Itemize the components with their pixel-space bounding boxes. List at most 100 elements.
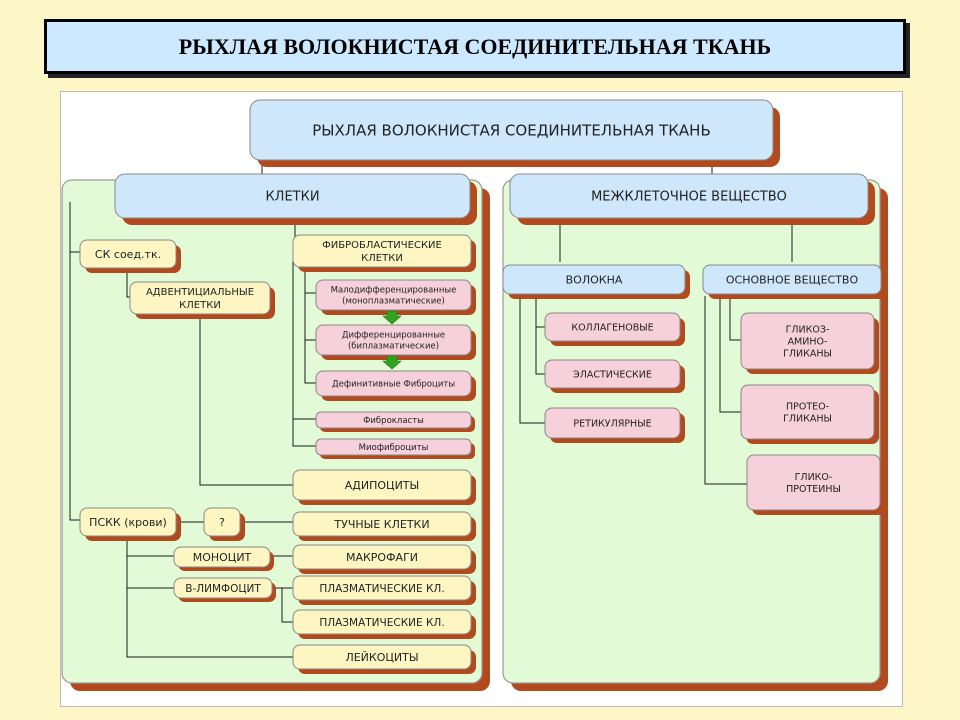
plasma-cells-box-1-label: ПЛАЗМАТИЧЕСКИЕ КЛ. (319, 583, 444, 595)
matrix-header-label: МЕЖКЛЕТОЧНОЕ ВЕЩЕСТВО (591, 190, 787, 205)
mast-cells-box-body (292, 511, 472, 537)
slide-title-box: РЫХЛАЯ ВОЛОКНИСТАЯ СОЕДИНИТЕЛЬНАЯ ТКАНЬ (44, 19, 906, 74)
fibers-to-elastic (535, 327, 545, 375)
fibro-outer-trunk (292, 256, 316, 447)
proteoglycans-box: ПРОТЕО- ГЛИКАНЫ (740, 384, 879, 444)
elastic-box-body (544, 359, 681, 389)
fibers-box-label: ВОЛОКНА (566, 273, 623, 286)
psk-trunk (126, 538, 293, 658)
b-lymphocyte-box: В-ЛИМФОЦИТ (173, 577, 276, 602)
blymph-to-plasma2 (272, 587, 293, 623)
plasma-cells-box-2-body (292, 609, 472, 635)
definitive-box-body (315, 370, 472, 397)
proteoglycans-box-body (740, 384, 875, 440)
ground-box-body (702, 264, 882, 295)
diff-box: Дифференцированные(биплазматические) (315, 324, 476, 360)
monocyte-box-label: МОНОЦИТ (193, 551, 252, 564)
myofibrocytes-box-body (315, 438, 472, 456)
cells-header-body (114, 173, 471, 219)
definitive-box: Дефинитивные Фиброциты (315, 370, 476, 401)
question-box-label: ? (219, 516, 225, 529)
fibroblastic-box-label-1: ФИБРОБЛАСТИЧЕСКИЕ (322, 240, 442, 251)
cells-left-trunk (69, 202, 80, 521)
mast-cells-box: ТУЧНЫЕ КЛЕТКИ (292, 511, 476, 541)
question-box: ? (203, 507, 245, 541)
elastic-box: ЭЛАСТИЧЕСКИЕ (544, 359, 685, 393)
psk-box-label: ПСКК (крови) (89, 516, 167, 529)
fibroclasts-box-label: Фиброкласты (363, 416, 424, 426)
reticular-box-label: РЕТИКУЛЯРНЫЕ (573, 418, 651, 429)
ground-trunk-inner (719, 296, 741, 413)
adipocytes-box: АДИПОЦИТЫ (292, 469, 476, 505)
glycoproteins-box-body (746, 454, 881, 511)
leukocytes-box: ЛЕЙКОЦИТЫ (292, 644, 476, 674)
plasma-cells-box-2: ПЛАЗМАТИЧЕСКИЕ КЛ. (292, 609, 476, 639)
collagen-box-label: КОЛЛАГЕНОВЫЕ (571, 322, 653, 333)
fibers-box: ВОЛОКНА (502, 264, 690, 299)
gag-box: ГЛИКОЗ-АМИНО- ГЛИКАНЫ (740, 312, 879, 374)
gag-box-label-3: ГЛИКАНЫ (783, 349, 832, 360)
slide-title: РЫХЛАЯ ВОЛОКНИСТАЯ СОЕДИНИТЕЛЬНАЯ ТКАНЬ (178, 33, 772, 59)
arrow-low-to-diff (382, 310, 402, 325)
sk-box-label: СК соед.тк. (95, 248, 161, 261)
macrophages-box-body (292, 544, 472, 570)
matrix-header-body (509, 173, 869, 219)
gag-box-label-1: ГЛИКОЗ- (786, 324, 830, 335)
low-diff-box-label-2: (моноплазматические) (342, 297, 445, 307)
psk-box: ПСКК (крови) (79, 507, 181, 541)
fibroclasts-box-body (315, 411, 472, 429)
plasma-cells-box-1-body (292, 575, 472, 601)
fibroclasts-box: Фиброкласты (315, 411, 475, 432)
adventitial-box-body (129, 281, 271, 315)
gag-box-label-2: АМИНО- (788, 336, 828, 347)
adventitial-box-label-2: КЛЕТКИ (179, 300, 221, 311)
fibroblastic-box: ФИБРОБЛАСТИЧЕСКИЕ КЛЕТКИ (292, 234, 476, 272)
question-box-body (203, 507, 241, 537)
proteoglycans-box-label-2: ГЛИКАНЫ (783, 414, 832, 425)
reticular-box-body (544, 407, 681, 439)
sk-box: СК соед.тк. (79, 239, 181, 273)
b-lymphocyte-box-body (173, 577, 273, 599)
b-lymphocyte-box-label: В-ЛИМФОЦИТ (185, 583, 261, 595)
cells-header: КЛЕТКИ (114, 173, 477, 225)
macrophages-box-label: МАКРОФАГИ (346, 551, 418, 564)
mast-cells-box-label: ТУЧНЫЕ КЛЕТКИ (333, 518, 429, 531)
ground-to-gag (729, 296, 741, 341)
gag-box-body (740, 312, 875, 370)
glycoproteins-box-label-2: ПРОТЕИНЫ (786, 484, 841, 495)
diff-box-label-1: Дифференцированные (342, 331, 445, 341)
adipocytes-box-body (292, 469, 472, 501)
fibro-branch-trunk (304, 266, 316, 384)
fibers-box-body (502, 264, 686, 295)
arrow-diff-to-definitive (382, 355, 402, 370)
matrix-header: МЕЖКЛЕТОЧНОЕ ВЕЩЕСТВО (509, 173, 875, 225)
proteoglycans-box-label-1: ПРОТЕО- (786, 401, 829, 412)
root-box-label: РЫХЛАЯ ВОЛОКНИСТАЯ СОЕДИНИТЕЛЬНАЯ ТКАНЬ (312, 121, 711, 139)
leukocytes-box-body (292, 644, 472, 670)
monocyte-box: МОНОЦИТ (173, 546, 274, 571)
glycoproteins-box: ГЛИКО-ПРОТЕИНЫ (746, 454, 885, 515)
adv-trunk (199, 316, 293, 486)
diff-box-body (315, 324, 472, 356)
adventitial-box-label-1: АДВЕНТИЦИАЛЬНЫЕ (146, 287, 254, 298)
ground-box-label: ОСНОВНОЕ ВЕЩЕСТВО (726, 273, 859, 286)
leukocytes-box-label: ЛЕЙКОЦИТЫ (345, 651, 418, 664)
glycoproteins-box-label-1: ГЛИКО- (795, 472, 833, 483)
fibers-trunk (519, 296, 545, 424)
plasma-cells-box-2-label: ПЛАЗМАТИЧЕСКИЕ КЛ. (319, 617, 444, 629)
low-diff-box-body (315, 279, 472, 311)
adventitial-box: АДВЕНТИЦИАЛЬНЫЕ КЛЕТКИ (129, 281, 275, 319)
monocyte-box-body (173, 546, 271, 568)
root-box: РЫХЛАЯ ВОЛОКНИСТАЯ СОЕДИНИТЕЛЬНАЯ ТКАНЬ (249, 99, 780, 167)
fibroblastic-box-body (292, 234, 472, 268)
plasma-cells-box-1: ПЛАЗМАТИЧЕСКИЕ КЛ. (292, 575, 476, 605)
low-diff-box: Малодифференцированные(моноплазматически… (315, 279, 476, 315)
cells-header-label: КЛЕТКИ (265, 190, 319, 205)
elastic-box-label: ЭЛАСТИЧЕСКИЕ (573, 369, 652, 380)
reticular-box: РЕТИКУЛЯРНЫЕ (544, 407, 685, 443)
ground-trunk-outer (704, 296, 747, 485)
collagen-box-body (544, 312, 681, 342)
macrophages-box: МАКРОФАГИ (292, 544, 476, 574)
fibroblastic-box-label-2: КЛЕТКИ (361, 253, 403, 264)
